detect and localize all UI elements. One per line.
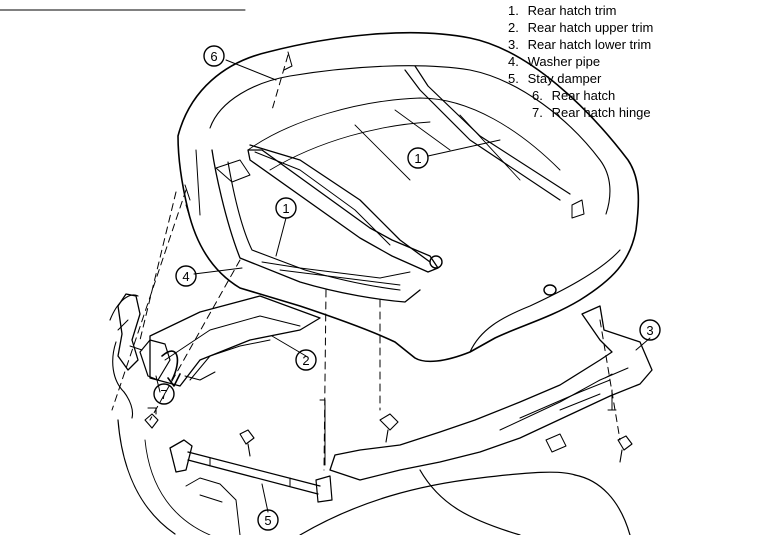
bolt-icon <box>144 407 159 429</box>
legend-label: Rear hatch upper trim <box>527 20 654 35</box>
body-panel <box>319 399 326 466</box>
callout-4: 4 <box>175 265 197 287</box>
callout-6: 6 <box>203 45 225 67</box>
svg-text:5: 5 <box>264 513 271 528</box>
callout-7: 7 <box>153 383 175 405</box>
rear-hatch-glass <box>247 65 571 201</box>
svg-text:3: 3 <box>646 323 653 338</box>
stay-damper <box>169 439 333 503</box>
svg-text:4: 4 <box>182 269 189 284</box>
svg-text:1: 1 <box>282 201 289 216</box>
hatch-inner-frame <box>211 144 431 303</box>
legend-label: Rear hatch lower trim <box>527 37 652 52</box>
legend-item-4: 4. Washer pipe <box>508 53 653 70</box>
legend-item-2: 2. Rear hatch upper trim <box>508 19 653 36</box>
callout-1-upper: 1 <box>407 147 429 169</box>
svg-text:1: 1 <box>414 151 421 166</box>
callout-1-lower: 1 <box>275 197 297 219</box>
callout-5: 5 <box>257 509 279 531</box>
svg-text:2: 2 <box>302 353 309 368</box>
legend-item-3: 3. Rear hatch lower trim <box>508 36 653 53</box>
legend-item-6: 6. Rear hatch <box>508 87 653 104</box>
legend-num: 6. <box>532 88 543 103</box>
callout-3: 3 <box>639 319 661 341</box>
bolt-icon <box>617 435 633 463</box>
legend-num: 4. <box>508 54 519 69</box>
legend-label: Rear hatch hinge <box>551 105 651 120</box>
legend-label: Rear hatch trim <box>527 3 617 18</box>
rear-hatch-lower-trim <box>329 305 653 481</box>
svg-text:6: 6 <box>210 49 217 64</box>
legend-num: 7. <box>532 105 543 120</box>
callout-2: 2 <box>295 349 317 371</box>
bolt-icon <box>379 413 399 443</box>
legend-label: Rear hatch <box>551 88 616 103</box>
bolt-icon <box>239 429 255 457</box>
washer-pipe <box>109 294 139 419</box>
rear-hatch-hinge <box>117 293 181 387</box>
wiper-arm <box>247 149 443 273</box>
legend-num: 2. <box>508 20 519 35</box>
parts-legend: 1. Rear hatch trim 2. Rear hatch upper t… <box>508 2 653 121</box>
rear-hatch-outline <box>177 31 640 363</box>
legend-label: Washer pipe <box>527 54 601 69</box>
leader-dashed-lines <box>111 54 621 471</box>
legend-label: Stay damper <box>527 71 602 86</box>
legend-item-7: 7. Rear hatch hinge <box>508 104 653 121</box>
rear-hatch-upper-trim <box>149 295 321 387</box>
legend-num: 5. <box>508 71 519 86</box>
vehicle-body <box>117 419 631 535</box>
svg-text:7: 7 <box>160 387 167 402</box>
legend-item-1: 1. Rear hatch trim <box>508 2 653 19</box>
legend-num: 3. <box>508 37 519 52</box>
legend-item-5: 5. Stay damper <box>508 70 653 87</box>
legend-num: 1. <box>508 3 519 18</box>
